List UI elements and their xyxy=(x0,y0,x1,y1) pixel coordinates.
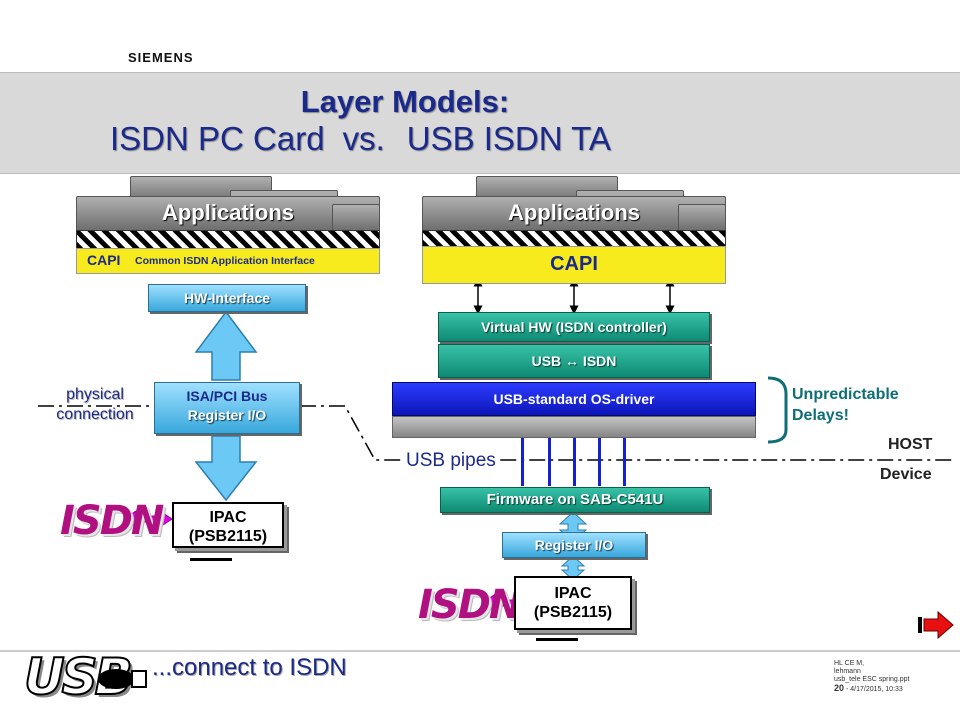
usb-pipes-label: USB pipes xyxy=(404,450,498,472)
left-applications-box: Applications xyxy=(76,196,380,232)
right-ipac-line1: IPAC xyxy=(554,585,592,602)
left-ipac-chip: IPAC (PSB2115) xyxy=(172,502,284,548)
physical-connection-label: physical connection xyxy=(40,385,150,425)
right-ipac-chip: IPAC (PSB2115) xyxy=(514,576,632,630)
meta-date: - 4/17/2015, 10:33 xyxy=(845,686,903,693)
meta-line1: HL CE M, xyxy=(834,660,865,667)
title-band xyxy=(0,72,960,174)
right-ipac-line2: (PSB2115) xyxy=(533,604,613,621)
usb-pipe-3 xyxy=(573,418,576,486)
usb-pipe-4 xyxy=(598,418,601,486)
delays-line1: Unpredictable xyxy=(792,386,899,403)
left-app-tab-front xyxy=(332,204,380,232)
right-capi-bar: CAPI xyxy=(422,246,726,284)
usb-isdn-box: USB ↔ ISDN xyxy=(438,344,710,378)
right-capi-label: CAPI xyxy=(550,253,598,275)
page-number: 20 xyxy=(834,683,845,693)
usb-pipe-2 xyxy=(548,418,551,486)
delays-brace xyxy=(767,376,788,444)
bus-line1: ISA/PCI Bus xyxy=(186,388,268,404)
right-chip-pins xyxy=(536,638,578,641)
left-capi-desc: Common ISDN Application Interface xyxy=(135,255,315,267)
title-vs: vs. xyxy=(342,120,385,157)
left-capi-bar: CAPI Common ISDN Application Interface xyxy=(76,248,380,274)
usb-plug-icon xyxy=(98,669,147,689)
usb-os-driver-box: USB-standard OS-driver xyxy=(392,382,756,416)
host-label: HOST xyxy=(888,436,933,453)
left-capi-hatch xyxy=(76,230,380,250)
usb-pipe-1 xyxy=(521,418,524,486)
connect-to-isdn-text: ...connect to ISDN xyxy=(152,654,347,681)
bus-up-arrow xyxy=(194,310,258,381)
left-capi-label: CAPI xyxy=(87,252,121,268)
register-io-box: Register I/O xyxy=(502,532,646,558)
usb-pipe-5 xyxy=(623,418,626,486)
host-device-line xyxy=(38,405,955,461)
right-applications-box: Applications xyxy=(422,196,726,232)
virtual-hw-box: Virtual HW (ISDN controller) xyxy=(438,312,710,342)
left-ipac-line1: IPAC xyxy=(209,509,247,526)
isa-pci-bus-box: ISA/PCI Bus Register I/O xyxy=(154,382,300,434)
right-applications-label: Applications xyxy=(507,200,640,225)
left-ipac-line2: (PSB2115) xyxy=(188,528,268,545)
device-label: Device xyxy=(880,466,932,483)
title-pc-card: ISDN PC Card xyxy=(110,120,325,157)
delays-line2: Delays! xyxy=(792,407,849,424)
red-right-arrow-icon[interactable] xyxy=(918,610,956,640)
left-isdn-logo: ISDN xyxy=(60,498,164,544)
footer-divider xyxy=(0,650,960,652)
bus-line2: Register I/O xyxy=(187,407,267,423)
os-driver-lower-bar xyxy=(392,416,756,438)
siemens-logo: SIEMENS xyxy=(128,50,194,65)
title-usb-ta: USB ISDN TA xyxy=(406,120,611,157)
meta-line2: lehmann xyxy=(834,668,861,675)
hw-interface-box: HW-Interface xyxy=(148,284,306,312)
firmware-box: Firmware on SAB-C541U xyxy=(440,487,710,513)
footer-meta: HL CE M, lehmann usb_tele ESC spring.ppt… xyxy=(834,660,910,694)
title-line1: Layer Models: xyxy=(300,84,510,119)
physical-line2: connection xyxy=(56,406,134,423)
physical-line1: physical xyxy=(66,386,124,403)
title-line2: ISDN PC Card vs. USB ISDN TA xyxy=(110,120,611,158)
unpredictable-delays-label: Unpredictable Delays! xyxy=(792,384,899,426)
right-app-tab-front xyxy=(678,204,726,232)
bus-down-arrow xyxy=(194,435,258,502)
left-applications-label: Applications xyxy=(161,200,294,225)
meta-line3: usb_tele ESC spring.ppt xyxy=(834,676,910,683)
left-chip-pins xyxy=(190,558,232,561)
right-isdn-logo: ISDN xyxy=(418,582,522,628)
